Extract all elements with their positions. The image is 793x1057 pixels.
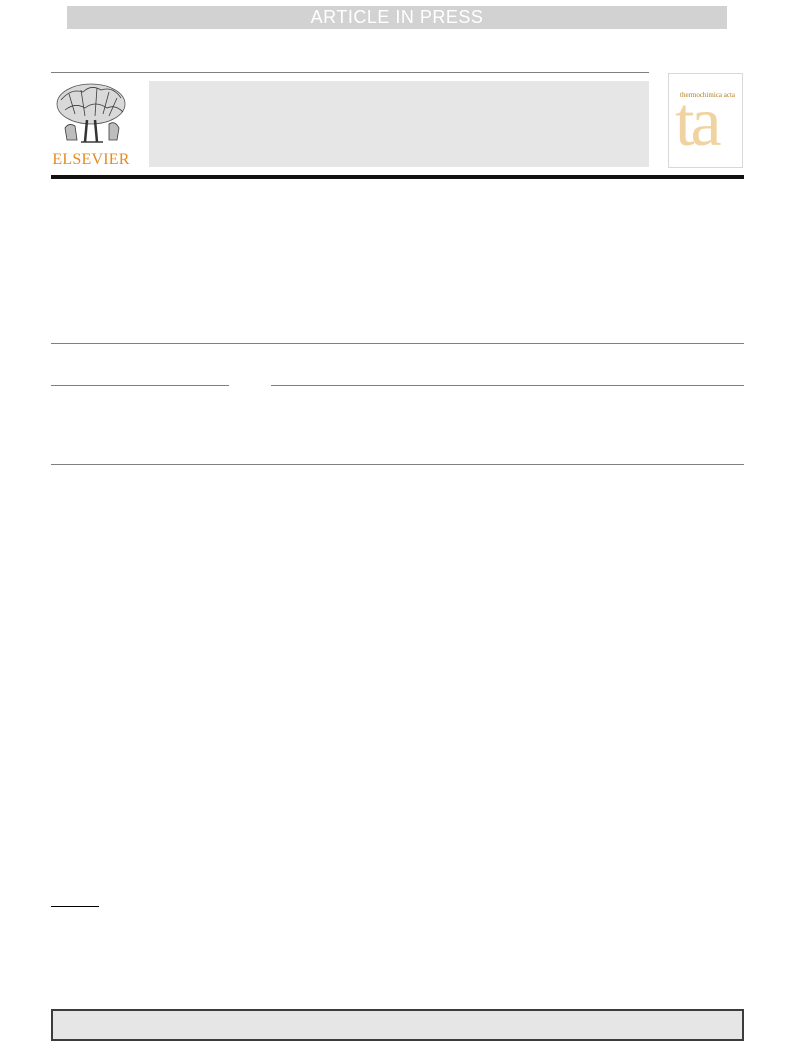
article-info-rule (51, 385, 229, 386)
journal-cover-thumbnail: ta thermochimica acta (668, 73, 743, 168)
abstract-rule (271, 385, 744, 386)
section-rule-2 (51, 464, 744, 465)
citation-footer-box (51, 1009, 744, 1041)
journal-masthead-placeholder (149, 81, 649, 167)
cover-monogram: ta (675, 84, 721, 161)
banner-text: ARTICLE IN PRESS (310, 7, 484, 27)
publisher-name: ELSEVIER (52, 151, 130, 168)
article-in-press-banner: ARTICLE IN PRESS (67, 6, 727, 29)
header-top-rule (51, 72, 649, 73)
tree-icon (56, 83, 126, 143)
header-thick-rule (51, 175, 744, 179)
footnote-separator (51, 906, 99, 907)
section-rule-1 (51, 343, 744, 344)
elsevier-logo: ELSEVIER (51, 80, 131, 170)
cover-journal-title: thermochimica acta (680, 91, 735, 99)
